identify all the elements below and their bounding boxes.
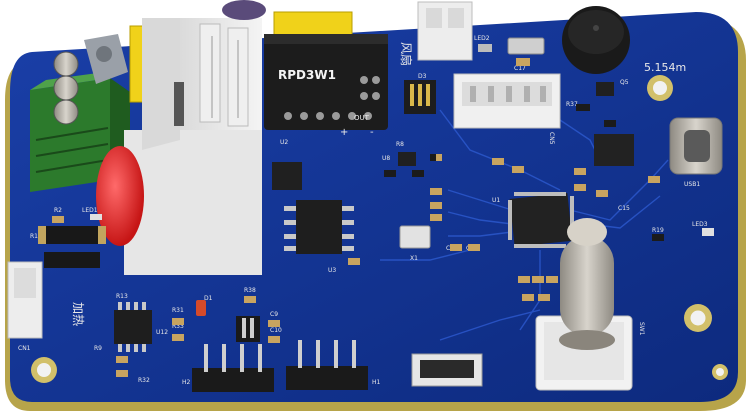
sot-component bbox=[272, 162, 302, 190]
ref-r37: R37 bbox=[566, 101, 578, 108]
ref-r38: R38 bbox=[244, 287, 256, 294]
ptc-fuse bbox=[96, 146, 144, 246]
ref-r32: R32 bbox=[138, 377, 150, 384]
power-module bbox=[264, 34, 388, 130]
ref-d3: D3 bbox=[418, 73, 427, 80]
ref-c17: C17 bbox=[514, 65, 526, 72]
yellow-capacitor-top bbox=[273, 11, 353, 39]
ref-led2: LED2 bbox=[474, 35, 490, 42]
u8-ic bbox=[398, 152, 416, 166]
ref-led1: LED1 bbox=[82, 207, 98, 214]
mounting-holes bbox=[31, 75, 728, 383]
usb-c-connector bbox=[669, 117, 723, 175]
ref-cn5: CN5 bbox=[548, 132, 555, 145]
pushbutton bbox=[507, 37, 545, 55]
ref-r13: R13 bbox=[116, 293, 128, 300]
ref-r8: R8 bbox=[396, 141, 404, 148]
ref-r2: R2 bbox=[54, 207, 62, 214]
jumper-header bbox=[236, 316, 260, 342]
mcu-pins bbox=[508, 192, 574, 248]
d3-pin-header bbox=[404, 80, 436, 114]
ref-u2: U2 bbox=[280, 139, 288, 146]
ref-h1: H1 bbox=[372, 379, 381, 386]
resistor-r1-end-r bbox=[98, 226, 106, 244]
ref-r1: R1 bbox=[30, 233, 38, 240]
ref-sw: SW1 bbox=[638, 322, 645, 336]
ref-usb1: USB1 bbox=[684, 181, 700, 188]
fan-label: 风扇 bbox=[399, 42, 414, 66]
rotary-encoder bbox=[535, 218, 633, 391]
ref-x1: X1 bbox=[410, 255, 418, 262]
mcu-ic bbox=[509, 192, 573, 247]
power-module-minus: - bbox=[370, 127, 374, 138]
ref-c9: C9 bbox=[270, 311, 278, 318]
h2-pin-header bbox=[192, 344, 274, 392]
c17 bbox=[516, 58, 530, 66]
power-module-plus: + bbox=[340, 127, 348, 138]
fan-connector bbox=[417, 1, 473, 61]
relay-housing bbox=[124, 18, 262, 275]
electrolytic-capacitor bbox=[222, 0, 266, 20]
ref-u3: U3 bbox=[328, 267, 336, 274]
resistor-r1-end-l bbox=[38, 226, 46, 244]
power-module-label: RPD3W1 bbox=[278, 68, 336, 82]
smd-passives bbox=[52, 154, 660, 377]
ref-cn1: CN1 bbox=[18, 345, 31, 352]
u12-pins bbox=[118, 302, 146, 352]
ref-r33: R33 bbox=[172, 323, 184, 330]
led2 bbox=[478, 44, 492, 52]
mosfet-q5 bbox=[596, 82, 614, 96]
cn5-connector bbox=[453, 73, 561, 129]
led1 bbox=[90, 214, 102, 220]
ref-r31: R31 bbox=[172, 307, 184, 314]
metal-bracket bbox=[84, 34, 128, 84]
fpc-connector bbox=[411, 353, 483, 387]
resistor-r1 bbox=[44, 226, 100, 244]
u3-pins bbox=[284, 206, 354, 251]
h1-pin-header bbox=[286, 340, 368, 390]
ref-q5: Q5 bbox=[620, 79, 629, 86]
u12-ic bbox=[114, 310, 152, 344]
u3-ic bbox=[296, 200, 342, 254]
ref-led3: LED3 bbox=[692, 221, 708, 228]
dimension-label: 5.154m bbox=[644, 61, 686, 74]
cn1-connector bbox=[7, 261, 43, 339]
resistor-big bbox=[44, 252, 100, 268]
ref-u12: U12 bbox=[156, 329, 168, 336]
ref-h2: H2 bbox=[182, 379, 191, 386]
usb-ic bbox=[594, 134, 634, 166]
crystal-x1 bbox=[399, 225, 431, 249]
heater-label: 加热 bbox=[71, 302, 85, 326]
buzzer bbox=[562, 6, 630, 74]
ref-r19: R19 bbox=[652, 227, 664, 234]
ref-u1: U1 bbox=[492, 197, 500, 204]
ref-c10: C10 bbox=[270, 327, 282, 334]
led3 bbox=[702, 228, 714, 236]
power-module-out-label: OUT bbox=[354, 114, 370, 122]
ref-d1: D1 bbox=[204, 295, 213, 302]
ref-c15: C15 bbox=[618, 205, 630, 212]
ref-r9: R9 bbox=[94, 345, 102, 352]
smd-resistors-dark bbox=[384, 104, 664, 241]
diode-d1 bbox=[196, 300, 206, 316]
ref-u8: U8 bbox=[382, 155, 390, 162]
